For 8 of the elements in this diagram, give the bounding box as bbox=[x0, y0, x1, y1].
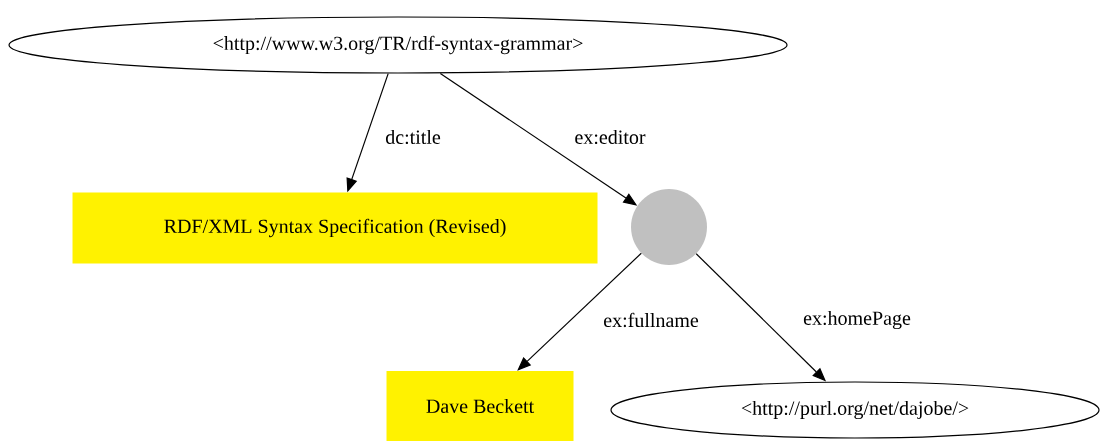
edge-label: dc:title bbox=[384, 128, 442, 146]
literal-box: RDF/XML Syntax Specification (Revised) bbox=[72, 192, 598, 264]
literal-box: Dave Beckett bbox=[386, 371, 574, 441]
edge-label: ex:fullname bbox=[602, 311, 700, 329]
blank-node-circle bbox=[631, 189, 707, 265]
edge-label: ex:homePage bbox=[802, 309, 912, 331]
arrow bbox=[517, 252, 642, 371]
edge-label: ex:editor bbox=[573, 128, 647, 146]
